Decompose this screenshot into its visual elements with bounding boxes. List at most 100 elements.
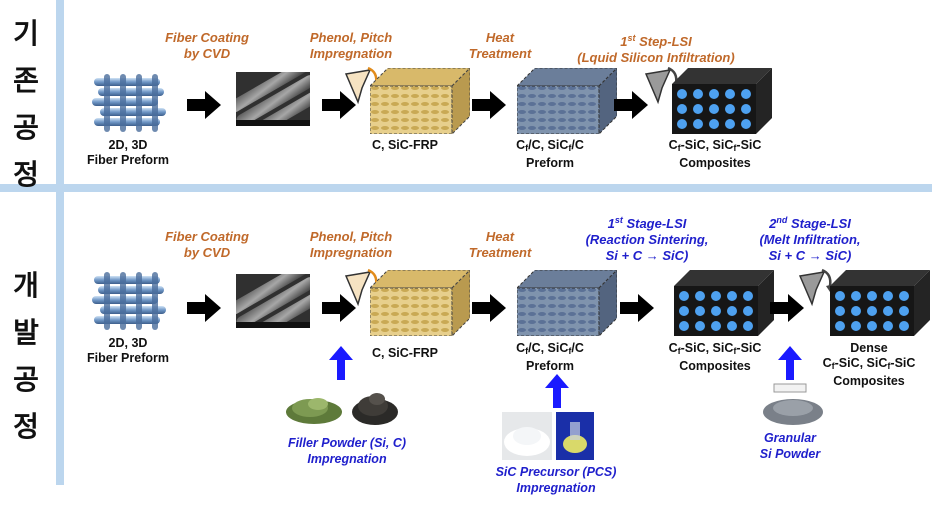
top-step-fiber-coating-line1: Fiber Coating (165, 30, 249, 45)
cfc-b: /C, SiC (528, 138, 569, 152)
top-step-heat-treatment: Heat Treatment (455, 30, 545, 62)
top-lsi-num: 1 (620, 34, 628, 49)
bottom-frp-block-image (370, 270, 470, 336)
dense-b-sub: f (887, 361, 891, 371)
bottom-step-lsi-2: 2nd Stage-LSI (Melt Infiltration, Si + C… (740, 212, 880, 264)
bottom-sem-image (236, 274, 310, 328)
bottom-label-cfc-preform: Cf/C, SiCf/C Preform (490, 341, 610, 374)
b-cfc-a: C (516, 341, 526, 355)
side-label-bottom-text: 개발 공정 (13, 269, 39, 443)
side-label-existing-process: 기존 공정 (4, 10, 48, 191)
top-label-comp-line1: Cf-SiC, SiCf-SiC (650, 138, 780, 156)
b-cfc-c: /C (571, 341, 584, 355)
top-step-lsi-line2: (Lquid Silicon Infiltration) (577, 50, 735, 65)
top-sem-image (236, 72, 310, 126)
filler-powder-green-image (286, 398, 342, 424)
side-label-developed-process: 개발 공정 (4, 262, 48, 443)
b-comp-b: -SiC, SiC (680, 341, 734, 355)
bottom-label-frp: C, SiC-FRP (372, 346, 438, 360)
top-step-heat-line1: Heat (485, 30, 515, 45)
top-step-impregnation: Phenol, Pitch Impregnation (296, 30, 406, 62)
bottom-lsi1-line1: 1st Stage-LSI (572, 212, 722, 232)
comp-c: -SiC (736, 138, 762, 152)
bottom-label-cfc-line1: Cf/C, SiCf/C (490, 341, 610, 359)
top-lsi-sup: st (627, 33, 636, 43)
material-granular-si: Granular Si Powder (740, 430, 840, 462)
granular-line2: Si Powder (759, 447, 821, 461)
b-cfc-a-sub: f (525, 346, 529, 356)
dense-b: -SiC, SiC (834, 356, 888, 370)
bottom-step-heat-treatment: Heat Treatment (455, 229, 545, 261)
bottom-lsi1-line3: Si + C → SiC) (605, 248, 689, 263)
bottom-lsi2-line2: (Melt Infiltration, (759, 232, 861, 247)
bottom-label-comp-line2: Composites (679, 359, 751, 373)
bottom-label-comp-line1: Cf-SiC, SiCf-SiC (650, 341, 780, 359)
dense-a-sub: f (831, 361, 835, 371)
bottom-label-dense-line2: Cf-SiC, SiCf-SiC (806, 356, 932, 374)
bottom-label-dense-line1: Dense (850, 341, 888, 355)
top-label-cfc-preform: Cf/C, SiCf/C Preform (490, 138, 610, 171)
up-arrow-si-powder (778, 346, 802, 380)
top-label-fiber-preform-line2: Fiber Preform (87, 153, 169, 167)
bottom-step-impregnation-line1: Phenol, Pitch (309, 229, 393, 244)
top-lsi-post: Step-LSI (635, 34, 692, 49)
top-composite-block-image (672, 68, 772, 134)
bottom-lsi2-line1: 2nd Stage-LSI (740, 212, 880, 232)
bottom-arrow-3 (472, 294, 506, 322)
bottom-step-heat-line1: Heat (485, 229, 515, 244)
top-label-fiber-preform-line1: 2D, 3D (108, 138, 148, 152)
cfc-a: C (516, 138, 526, 152)
bottom-step-lsi-1: 1st Stage-LSI (Reaction Sintering, Si + … (572, 212, 722, 264)
granular-si-powder-image (763, 383, 823, 425)
bottom-step-fiber-coating-line1: Fiber Coating (165, 229, 249, 244)
pcs-solution-image (556, 412, 594, 460)
b-cfc-b: /C, SiC (528, 341, 569, 355)
cfc-a-sub: f (525, 143, 529, 153)
lsi2-num: 2 (769, 216, 777, 231)
bottom-label-dense-line3: Composites (833, 374, 905, 388)
bottom-fiber-preform-image (90, 270, 170, 334)
top-label-composites: Cf-SiC, SiCf-SiC Composites (650, 138, 780, 171)
bottom-dense-composite-block-image (830, 270, 930, 336)
b-comp-a-sub: f (677, 346, 681, 356)
divider-vertical-bottom (56, 192, 64, 485)
bottom-step-impregnation: Phenol, Pitch Impregnation (296, 229, 406, 261)
side-label-top-text: 기존 공정 (13, 17, 39, 191)
cfc-b-sub: f (568, 143, 572, 153)
top-frp-block-image (370, 68, 470, 134)
bottom-step-fiber-coating: Fiber Coating by CVD (152, 229, 262, 261)
top-step-lsi-line1: 1st Step-LSI (556, 30, 756, 50)
top-preform-block-image (517, 68, 617, 134)
comp-a-sub: f (677, 143, 681, 153)
b-comp-c: -SiC (736, 341, 762, 355)
filler-line2: Impregnation (307, 452, 387, 466)
top-label-cfc-line1: Cf/C, SiCf/C (490, 138, 610, 156)
bottom-label-fiber-preform-line2: Fiber Preform (87, 351, 169, 365)
lsi2-post: Stage-LSI (787, 216, 851, 231)
bottom-preform-block-image (517, 270, 617, 336)
top-step-impregnation-line2: Impregnation (309, 46, 393, 61)
filler-powder-black-image (352, 393, 398, 425)
filler-line1: Filler Powder (Si, C) (287, 436, 407, 450)
divider-horizontal (0, 184, 932, 192)
dense-c: -SiC (890, 356, 916, 370)
cfc-c: /C (571, 138, 584, 152)
b-cfc-b-sub: f (568, 346, 572, 356)
up-arrow-pcs (545, 374, 569, 408)
top-label-comp-line2: Composites (679, 156, 751, 170)
comp-b-sub: f (733, 143, 737, 153)
lsi1-sup: st (614, 215, 623, 225)
bottom-lsi1-line2: (Reaction Sintering, (585, 232, 709, 247)
material-sic-precursor: SiC Precursor (PCS) Impregnation (486, 464, 626, 496)
top-step-fiber-coating: Fiber Coating by CVD (152, 30, 262, 62)
top-label-cfc-line2: Preform (526, 156, 574, 170)
lsi1-num: 1 (607, 216, 615, 231)
pcs-line2: Impregnation (516, 481, 596, 495)
bottom-label-cfc-line2: Preform (526, 359, 574, 373)
b-comp-a: C (668, 341, 678, 355)
pcs-line1: SiC Precursor (PCS) (495, 465, 617, 479)
top-fiber-preform-image (90, 72, 170, 136)
pcs-powder-image (502, 412, 552, 460)
lsi1-post: Stage-LSI (622, 216, 687, 231)
bottom-composite-block-image (674, 270, 774, 336)
